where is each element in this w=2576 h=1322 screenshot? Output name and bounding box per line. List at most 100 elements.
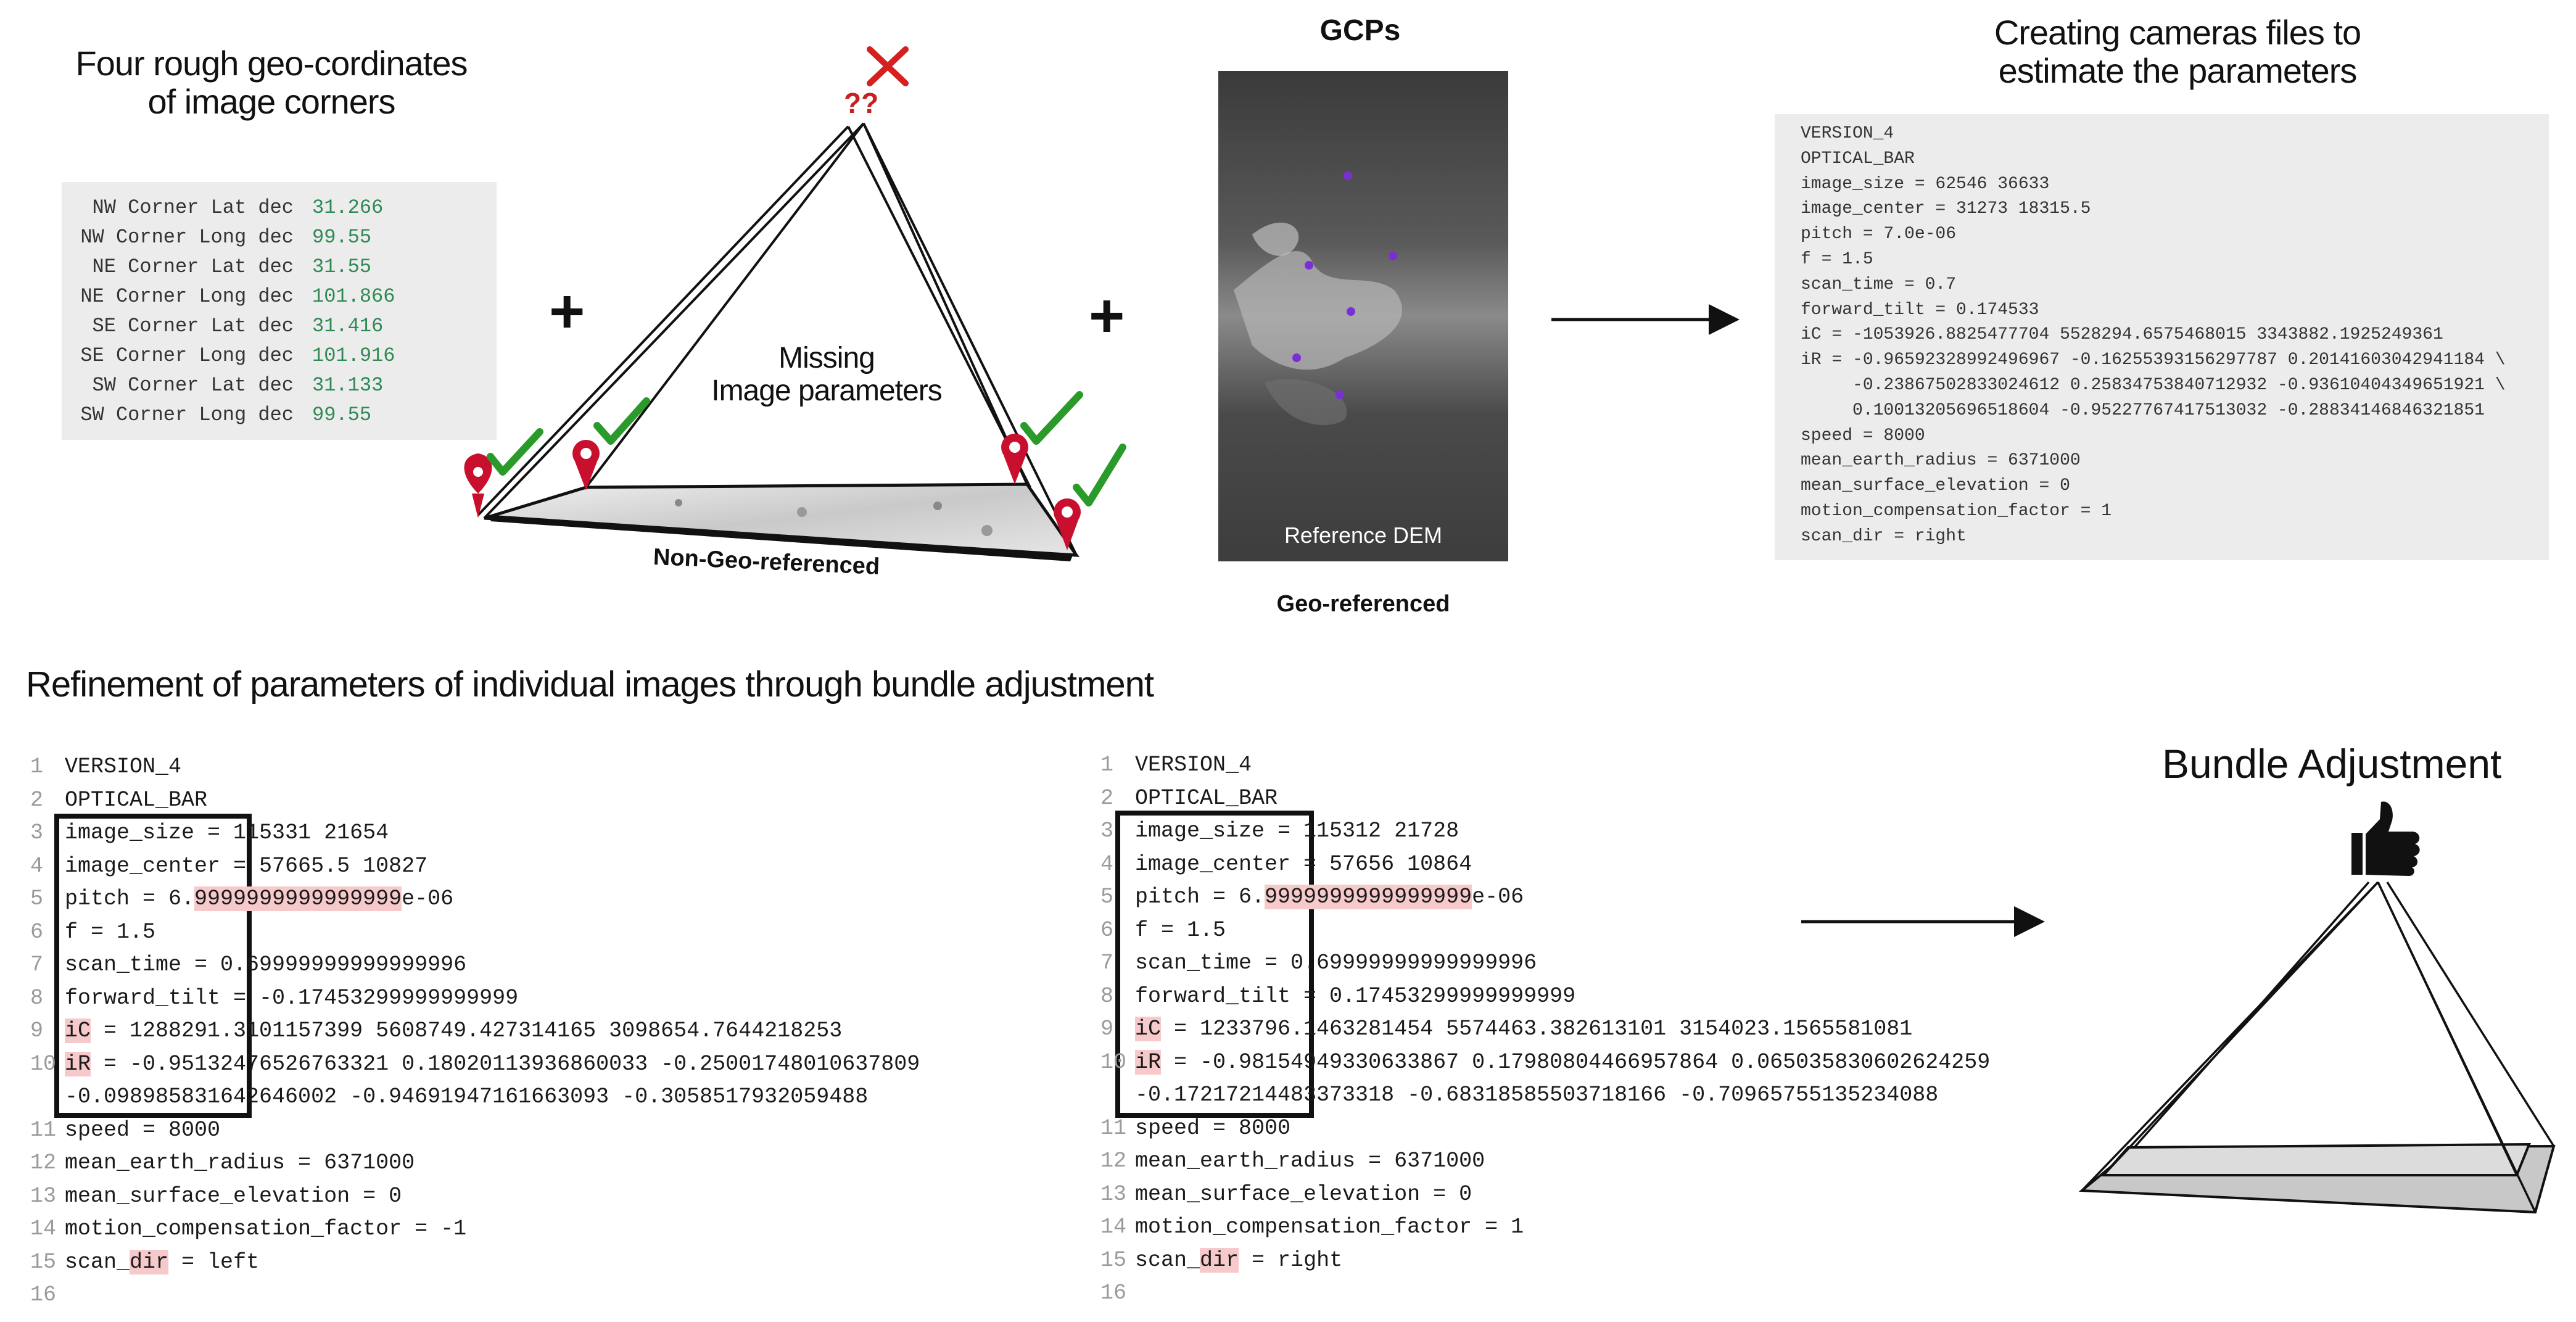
- code-segment: mean_surface_elevation = 0: [1135, 1181, 1472, 1207]
- code-segment: = right: [1239, 1247, 1343, 1273]
- bundle-adjustment-pyramid: [2078, 881, 2556, 1214]
- line-number: 10: [1100, 1049, 1127, 1075]
- camera-file-line: image_size = 62546 36633: [1801, 174, 2050, 194]
- line-number: 14: [1100, 1215, 1127, 1239]
- code-segment: scan_time = 0.69999999999999996: [65, 952, 467, 977]
- camera-file-line: motion_compensation_factor = 1: [1801, 501, 2112, 521]
- location-pin-icon: [572, 440, 600, 490]
- code-text: motion_compensation_factor = -1: [65, 1213, 466, 1246]
- camera-file-line: scan_dir = right: [1801, 526, 1967, 546]
- line-number: 3: [30, 820, 44, 845]
- corner-value: 31.416: [312, 315, 384, 337]
- line-number: 13: [30, 1183, 57, 1208]
- plus-sign-right: +: [1089, 281, 1125, 350]
- code-line: 3 image_size = 115331 21654: [22, 817, 1070, 850]
- camera-file-line: speed = 8000: [1801, 426, 1925, 445]
- code-text: scan_time = 0.69999999999999996: [1135, 947, 1537, 980]
- camera-file-line: 0.10013205696518604 -0.95227767417513032…: [1801, 400, 2485, 420]
- reference-dem-image: [1218, 71, 1508, 561]
- line-number: 7: [30, 952, 44, 977]
- camera-file-line: forward_tilt = 0.174533: [1801, 300, 2039, 320]
- corner-value: 99.55: [312, 226, 372, 249]
- reference-dem-label: Reference DEM: [1284, 523, 1443, 548]
- line-number: 6: [1100, 917, 1114, 943]
- unknown-marks: ??: [844, 87, 879, 119]
- code-text: speed = 8000: [65, 1114, 220, 1147]
- creating-cameras-title: Creating cameras files to estimate the p…: [1994, 13, 2361, 90]
- code-text: VERSION_4: [65, 751, 181, 784]
- code-line: 2 OPTICAL_BAR: [22, 784, 1070, 817]
- corner-value: 101.916: [312, 344, 395, 367]
- line-number: 13: [1100, 1181, 1127, 1207]
- camera-file-line: -0.23867502833024612 0.25834753840712932…: [1801, 375, 2506, 395]
- code-segment: e-06: [402, 886, 454, 911]
- line-number: 2: [30, 787, 44, 812]
- line-number: 9: [1100, 1017, 1114, 1041]
- refinement-title: Refinement of parameters of individual i…: [26, 664, 1154, 704]
- code-line: 16: [22, 1279, 1070, 1312]
- code-line: 16: [1092, 1277, 2140, 1310]
- line-number: 4: [1100, 851, 1114, 877]
- code-segment: image_center = 57665.5 10827: [65, 853, 428, 878]
- code-segment: scan_: [65, 1249, 130, 1274]
- code-segment: image_center = 57656 10864: [1135, 851, 1472, 877]
- plus-sign-left: +: [549, 277, 585, 346]
- line-number: [1092, 1079, 1135, 1112]
- code-line: 9 iC = 1288291.3101157399 5608749.4273141…: [22, 1015, 1070, 1048]
- camera-file-line: image_center = 31273 18315.5: [1801, 199, 2091, 219]
- camera-file-line: pitch = 7.0e-06: [1801, 225, 1957, 244]
- code-text: pitch = 6.9999999999999999e-06: [1135, 881, 1524, 914]
- code-segment: = 1288291.3101157399 5608749.427314165 3…: [91, 1018, 843, 1043]
- code-segment: image_size = 115331 21654: [65, 820, 389, 845]
- line-number: 11: [30, 1117, 57, 1142]
- line-number: 8: [1100, 983, 1114, 1009]
- code-segment: mean_earth_radius = 6371000: [65, 1151, 415, 1175]
- cross-icon: [867, 46, 909, 86]
- highlighted-diff: iR: [1135, 1049, 1162, 1075]
- code-segment: VERSION_4: [1135, 753, 1252, 777]
- code-segment: mean_earth_radius = 6371000: [1135, 1149, 1485, 1173]
- code-text: scan_dir = left: [65, 1246, 259, 1279]
- location-pin-icon: [1001, 434, 1028, 484]
- code-segment: mean_surface_elevation = 0: [65, 1183, 402, 1208]
- code-segment: VERSION_4: [65, 754, 182, 779]
- code-segment: e-06: [1472, 885, 1524, 909]
- thumbs-up-icon: [2351, 801, 2420, 876]
- line-number: 9: [30, 1018, 44, 1043]
- highlighted-diff: 9999999999999999: [1265, 885, 1472, 909]
- checkmark-icon: [487, 391, 1126, 506]
- gcps-title: GCPs: [1319, 14, 1401, 47]
- code-text: scan_dir = right: [1135, 1244, 1342, 1278]
- camera-file-line: VERSION_4: [1801, 124, 1894, 143]
- camera-pyramid: [477, 122, 1078, 556]
- changed-params-box-right: [1115, 811, 1314, 1118]
- camera-file-line: scan_time = 0.7: [1801, 275, 1957, 294]
- code-segment: forward_tilt = 0.17453299999999999: [1135, 983, 1576, 1009]
- code-segment: OPTICAL_BAR: [1135, 785, 1278, 811]
- code-text: OPTICAL_BAR: [65, 784, 207, 817]
- code-text: mean_surface_elevation = 0: [65, 1180, 402, 1213]
- changed-params-box-left: [54, 814, 252, 1118]
- line-number: 3: [1100, 819, 1114, 843]
- code-segment: image_size = 115312 21728: [1135, 819, 1459, 843]
- code-segment: scan_time = 0.69999999999999996: [1135, 951, 1537, 975]
- code-text: iC = 1288291.3101157399 5608749.42731416…: [65, 1015, 842, 1048]
- code-text: VERSION_4: [1135, 749, 1252, 782]
- geo-referenced-label: Geo-referenced: [1276, 591, 1450, 617]
- code-segment: = -0.95132476526763321 0.180201139368600…: [91, 1051, 920, 1076]
- highlighted-diff: iR: [65, 1051, 91, 1076]
- code-text: OPTICAL_BAR: [1135, 782, 1278, 816]
- camera-file-line: OPTICAL_BAR: [1801, 149, 1915, 168]
- corner-value: 101.866: [312, 285, 395, 308]
